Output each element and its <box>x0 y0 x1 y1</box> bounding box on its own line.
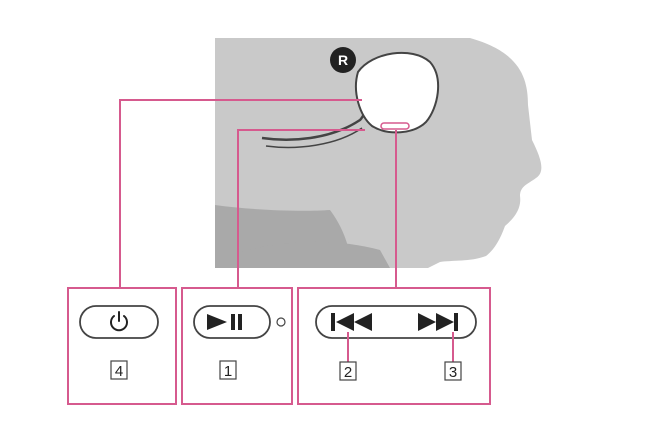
label-power: 4 <box>110 360 128 380</box>
callout-line-play <box>237 129 365 288</box>
track-skip-button <box>315 305 477 362</box>
label-previous: 2 <box>339 361 357 381</box>
head-shape <box>215 38 542 268</box>
neckband-inner <box>265 127 363 149</box>
badge-letter: R <box>338 52 348 68</box>
svg-text:3: 3 <box>449 364 457 381</box>
head-silhouette <box>215 38 542 268</box>
headphone-device <box>261 51 440 149</box>
headphone-housing <box>354 51 440 134</box>
number-labels: 4 1 2 3 <box>110 360 462 381</box>
power-button <box>79 305 159 339</box>
shoulder-shape <box>215 241 390 268</box>
label-play-pause: 1 <box>219 360 237 380</box>
tactile-dot-icon <box>276 317 286 327</box>
svg-text:1: 1 <box>224 363 232 380</box>
svg-text:4: 4 <box>115 363 123 380</box>
callout-line-power <box>119 99 362 288</box>
previous-track-icon <box>331 313 372 331</box>
label-next: 3 <box>444 361 462 381</box>
play-pause-button <box>193 305 286 339</box>
callout-lines <box>119 99 397 288</box>
next-track-icon <box>418 313 458 331</box>
play-pause-icon <box>207 314 242 330</box>
svg-text:2: 2 <box>344 364 352 381</box>
housing-control-strip <box>380 122 410 130</box>
panel-power <box>67 287 177 405</box>
power-icon <box>110 311 128 332</box>
right-side-badge: R <box>330 47 356 73</box>
badge-circle <box>330 47 356 73</box>
